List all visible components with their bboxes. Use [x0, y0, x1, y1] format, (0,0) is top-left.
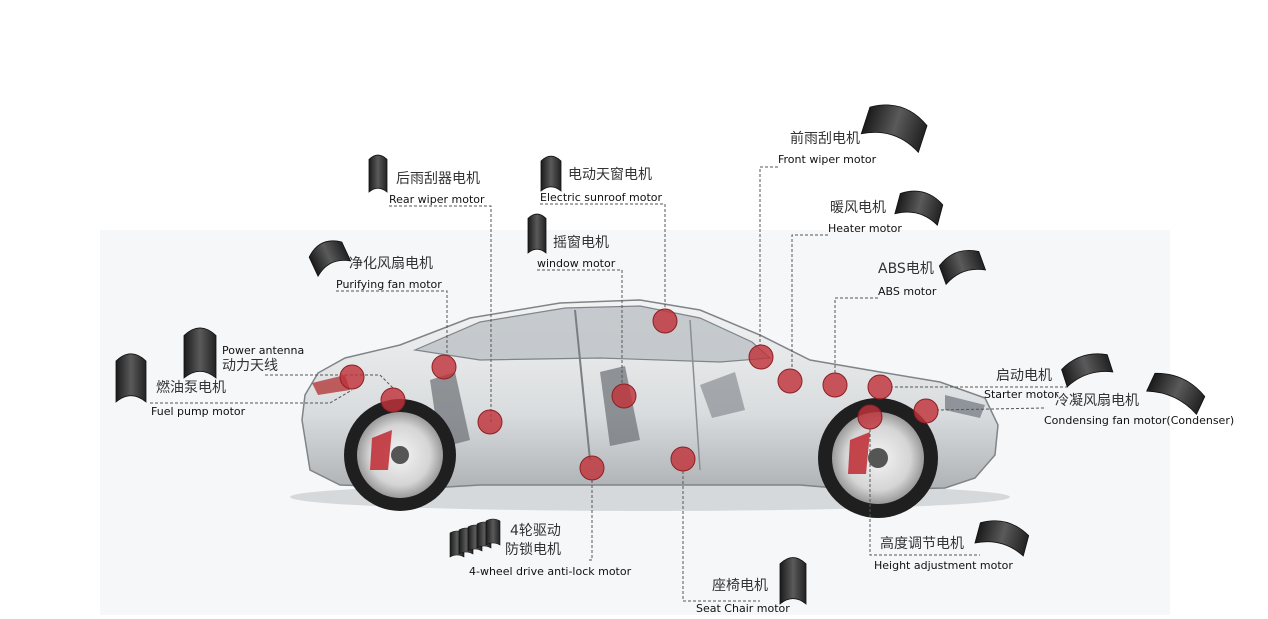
arc-magnet-stack-icon: [449, 518, 501, 558]
label-zh-sunroof: 电动天窗电机: [568, 167, 652, 183]
leader-line: [336, 290, 448, 355]
label-en-front-wiper: Front wiper motor: [778, 153, 877, 166]
label-en-4wd: 4-wheel drive anti-lock motor: [469, 565, 632, 578]
leader-line: [937, 407, 1045, 411]
label-zh-heater: 暖风电机: [830, 200, 886, 216]
arc-magnet-icon: [894, 190, 944, 226]
label-en-window: window motor: [537, 257, 616, 270]
leader-lines: [150, 166, 1068, 602]
rear-wheel: [344, 399, 456, 511]
arc-magnet-icon: [368, 154, 388, 193]
label-zh-seat: 座椅电机: [712, 578, 768, 594]
arc-magnet-icon: [1146, 372, 1206, 416]
arc-magnet-icon: [527, 213, 547, 254]
leader-line: [540, 203, 666, 309]
leader-line: [265, 374, 394, 389]
label-en-purifying-fan: Purifying fan motor: [336, 278, 442, 291]
arc-magnet-icon: [1061, 353, 1114, 388]
motor-location-marker: [611, 383, 637, 409]
leader-line: [537, 269, 623, 384]
motor-location-marker: [579, 455, 605, 481]
label-zh-height: 高度调节电机: [880, 536, 964, 552]
arc-magnet-icon: [115, 353, 147, 403]
door-line: [689, 319, 701, 471]
leader-line: [389, 205, 492, 422]
arc-magnet-icon: [308, 240, 352, 278]
motor-location-marker: [913, 398, 939, 424]
label-en-sunroof: Electric sunroof motor: [540, 191, 663, 204]
motor-location-marker: [652, 308, 678, 334]
label-zh-starter: 启动电机: [996, 368, 1052, 384]
label-zh-purifying-fan: 净化风扇电机: [349, 256, 433, 272]
motor-location-marker: [867, 374, 893, 400]
label-en-condensing-fan: Condensing fan motor(Condenser): [1044, 414, 1235, 427]
leader-line: [869, 429, 980, 556]
label-zh-fuel-pump: 燃油泵电机: [156, 380, 226, 396]
leader-line: [682, 471, 760, 602]
arc-magnet-icon: [860, 104, 928, 154]
leader-line: [791, 234, 828, 369]
arc-magnet-icon: [938, 250, 987, 286]
front-wheel: [818, 398, 938, 518]
motor-location-marker: [748, 344, 774, 370]
arc-magnet-icon: [183, 327, 217, 379]
leader-line: [834, 297, 878, 373]
label-zh-4wd-line2: 防锁电机: [505, 542, 561, 558]
motor-location-marker: [670, 446, 696, 472]
label-en-abs: ABS motor: [878, 285, 937, 298]
label-en-rear-wiper: Rear wiper motor: [389, 193, 485, 206]
car-glass: [412, 305, 772, 363]
arc-magnet-icon: [974, 520, 1030, 557]
label-zh-rear-wiper: 后雨刮器电机: [396, 171, 480, 187]
label-zh-front-wiper: 前雨刮电机: [790, 131, 860, 147]
label-en-height: Height adjustment motor: [874, 559, 1013, 572]
label-zh-abs: ABS电机: [878, 261, 934, 277]
motor-location-marker: [822, 372, 848, 398]
arc-magnet-icon: [540, 155, 562, 192]
label-en-heater: Heater motor: [828, 222, 902, 235]
motor-location-marker: [777, 368, 803, 394]
label-zh-4wd-line1: 4轮驱动: [510, 523, 561, 539]
label-en-antenna: Power antenna: [222, 344, 305, 357]
label-zh-condensing-fan: 冷凝风扇电机: [1055, 393, 1139, 409]
motor-location-marker: [339, 364, 365, 390]
label-zh-antenna: 动力天线: [222, 358, 278, 374]
motor-location-marker: [380, 387, 406, 413]
head-light: [945, 395, 985, 418]
magnet-icons: [115, 104, 1206, 605]
leader-line: [150, 389, 353, 404]
motor-location-marker: [477, 409, 503, 435]
steering-area: [700, 372, 745, 418]
arc-magnet-icon: [779, 557, 807, 605]
label-en-fuel-pump: Fuel pump motor: [151, 405, 246, 418]
motor-location-marker: [431, 354, 457, 380]
label-en-starter: Starter motor: [984, 388, 1059, 401]
motor-location-marker: [857, 404, 883, 430]
label-zh-window: 摇窗电机: [553, 235, 609, 251]
label-en-seat: Seat Chair motor: [696, 602, 790, 615]
b-pillar: [574, 309, 591, 461]
leader-line: [588, 480, 593, 561]
leader-line: [759, 166, 778, 345]
motor-markers: [339, 308, 939, 481]
